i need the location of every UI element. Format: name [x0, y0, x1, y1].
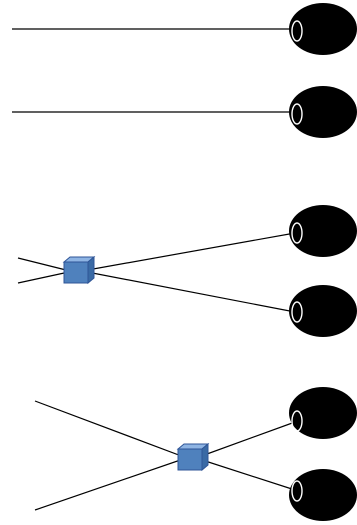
light-ray-out-upper: [81, 232, 296, 272]
cube-icon: [62, 255, 96, 285]
cube-icon: [176, 442, 210, 472]
light-ray-out-lower: [195, 457, 296, 491]
panel-2: [12, 86, 357, 138]
light-ray-in-lower: [34, 455, 193, 511]
eye-icon: [289, 285, 357, 337]
eye-icon: [289, 3, 357, 55]
light-ray-out-lower: [81, 270, 296, 313]
eye-icon: [289, 387, 357, 439]
eye-icon: [289, 205, 357, 257]
panel-1: [12, 3, 357, 55]
eye-icon: [289, 469, 357, 521]
eye-icon: [289, 86, 357, 138]
light-ray-in-upper: [34, 400, 193, 461]
light-ray-out-upper: [195, 421, 296, 459]
panel-3: [17, 205, 357, 337]
panel-4: [34, 387, 357, 521]
